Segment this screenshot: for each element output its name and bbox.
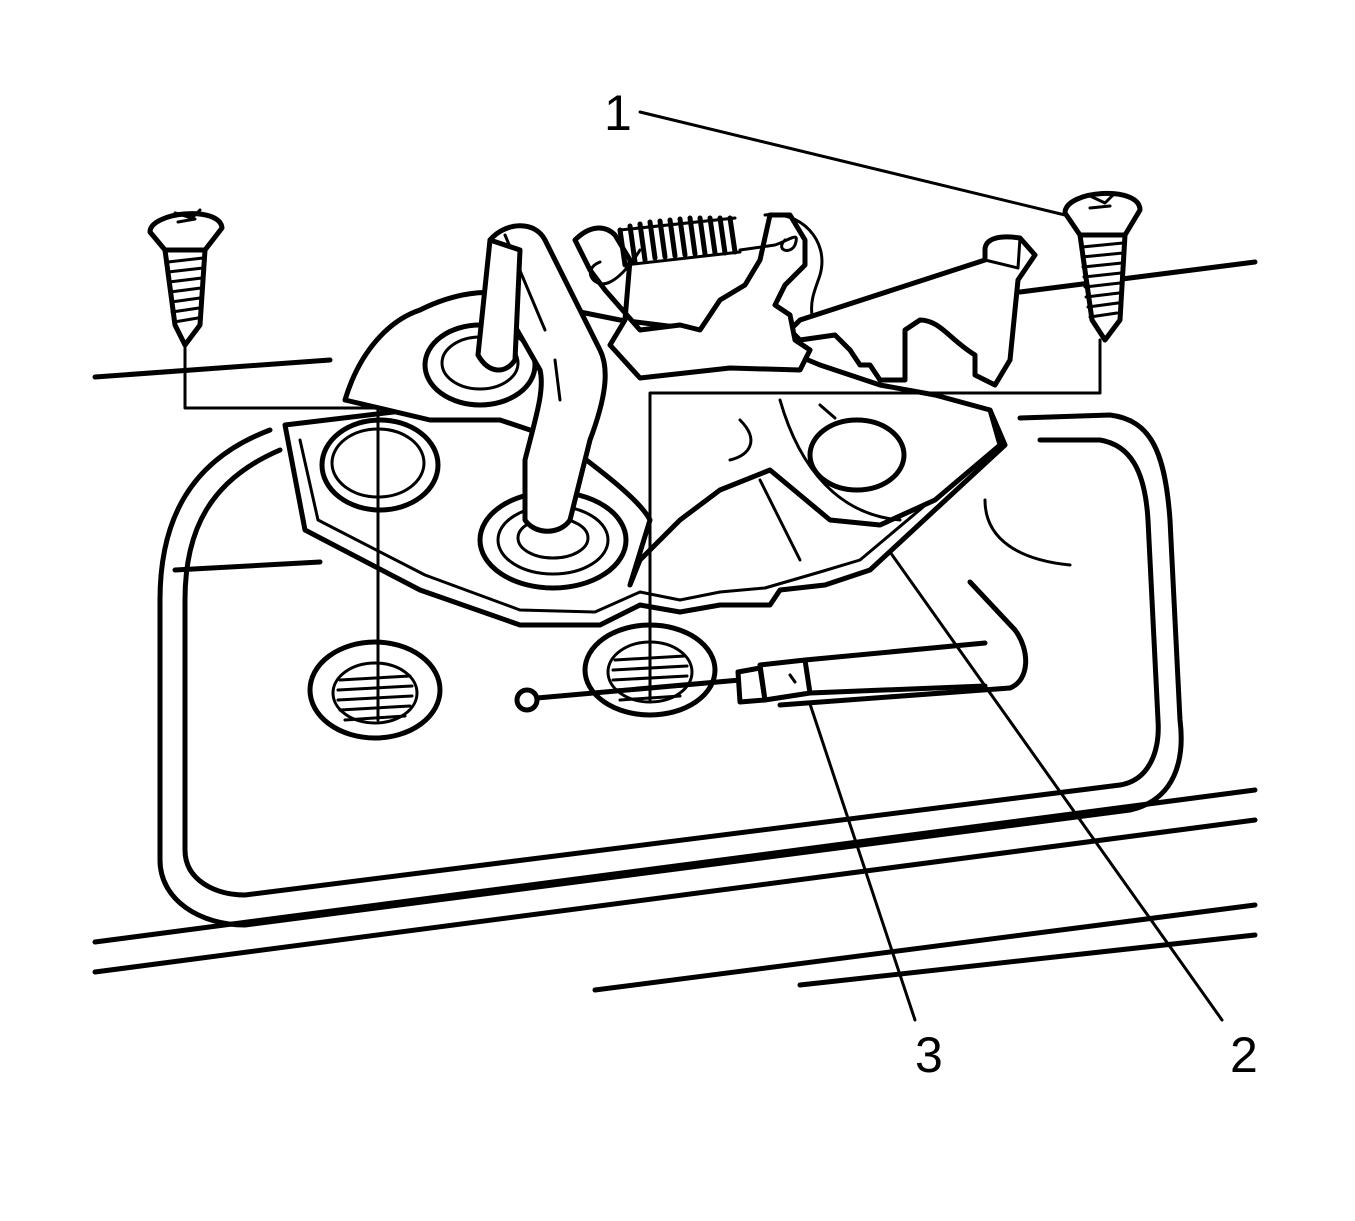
striker-rod <box>475 223 608 534</box>
release-cable <box>514 640 988 713</box>
leader-2 <box>888 550 1224 1022</box>
leader-1 <box>638 110 1067 217</box>
screw-left <box>147 208 225 348</box>
callout-leaders <box>638 110 1224 1022</box>
callout-label-2: 2 <box>1230 1027 1258 1083</box>
callout-label-1: 1 <box>604 85 632 141</box>
installation-leader-lines <box>183 338 1102 722</box>
return-spring <box>588 215 798 286</box>
leader-3 <box>808 702 917 1022</box>
latch-pawl <box>572 212 824 381</box>
latch-hook <box>787 234 1038 388</box>
recessed-panel <box>157 412 1184 928</box>
mounting-hole-left <box>307 639 443 741</box>
panel-background-lines <box>92 259 1258 993</box>
callout-label-3: 3 <box>915 1027 943 1083</box>
screw-right <box>1062 191 1143 343</box>
